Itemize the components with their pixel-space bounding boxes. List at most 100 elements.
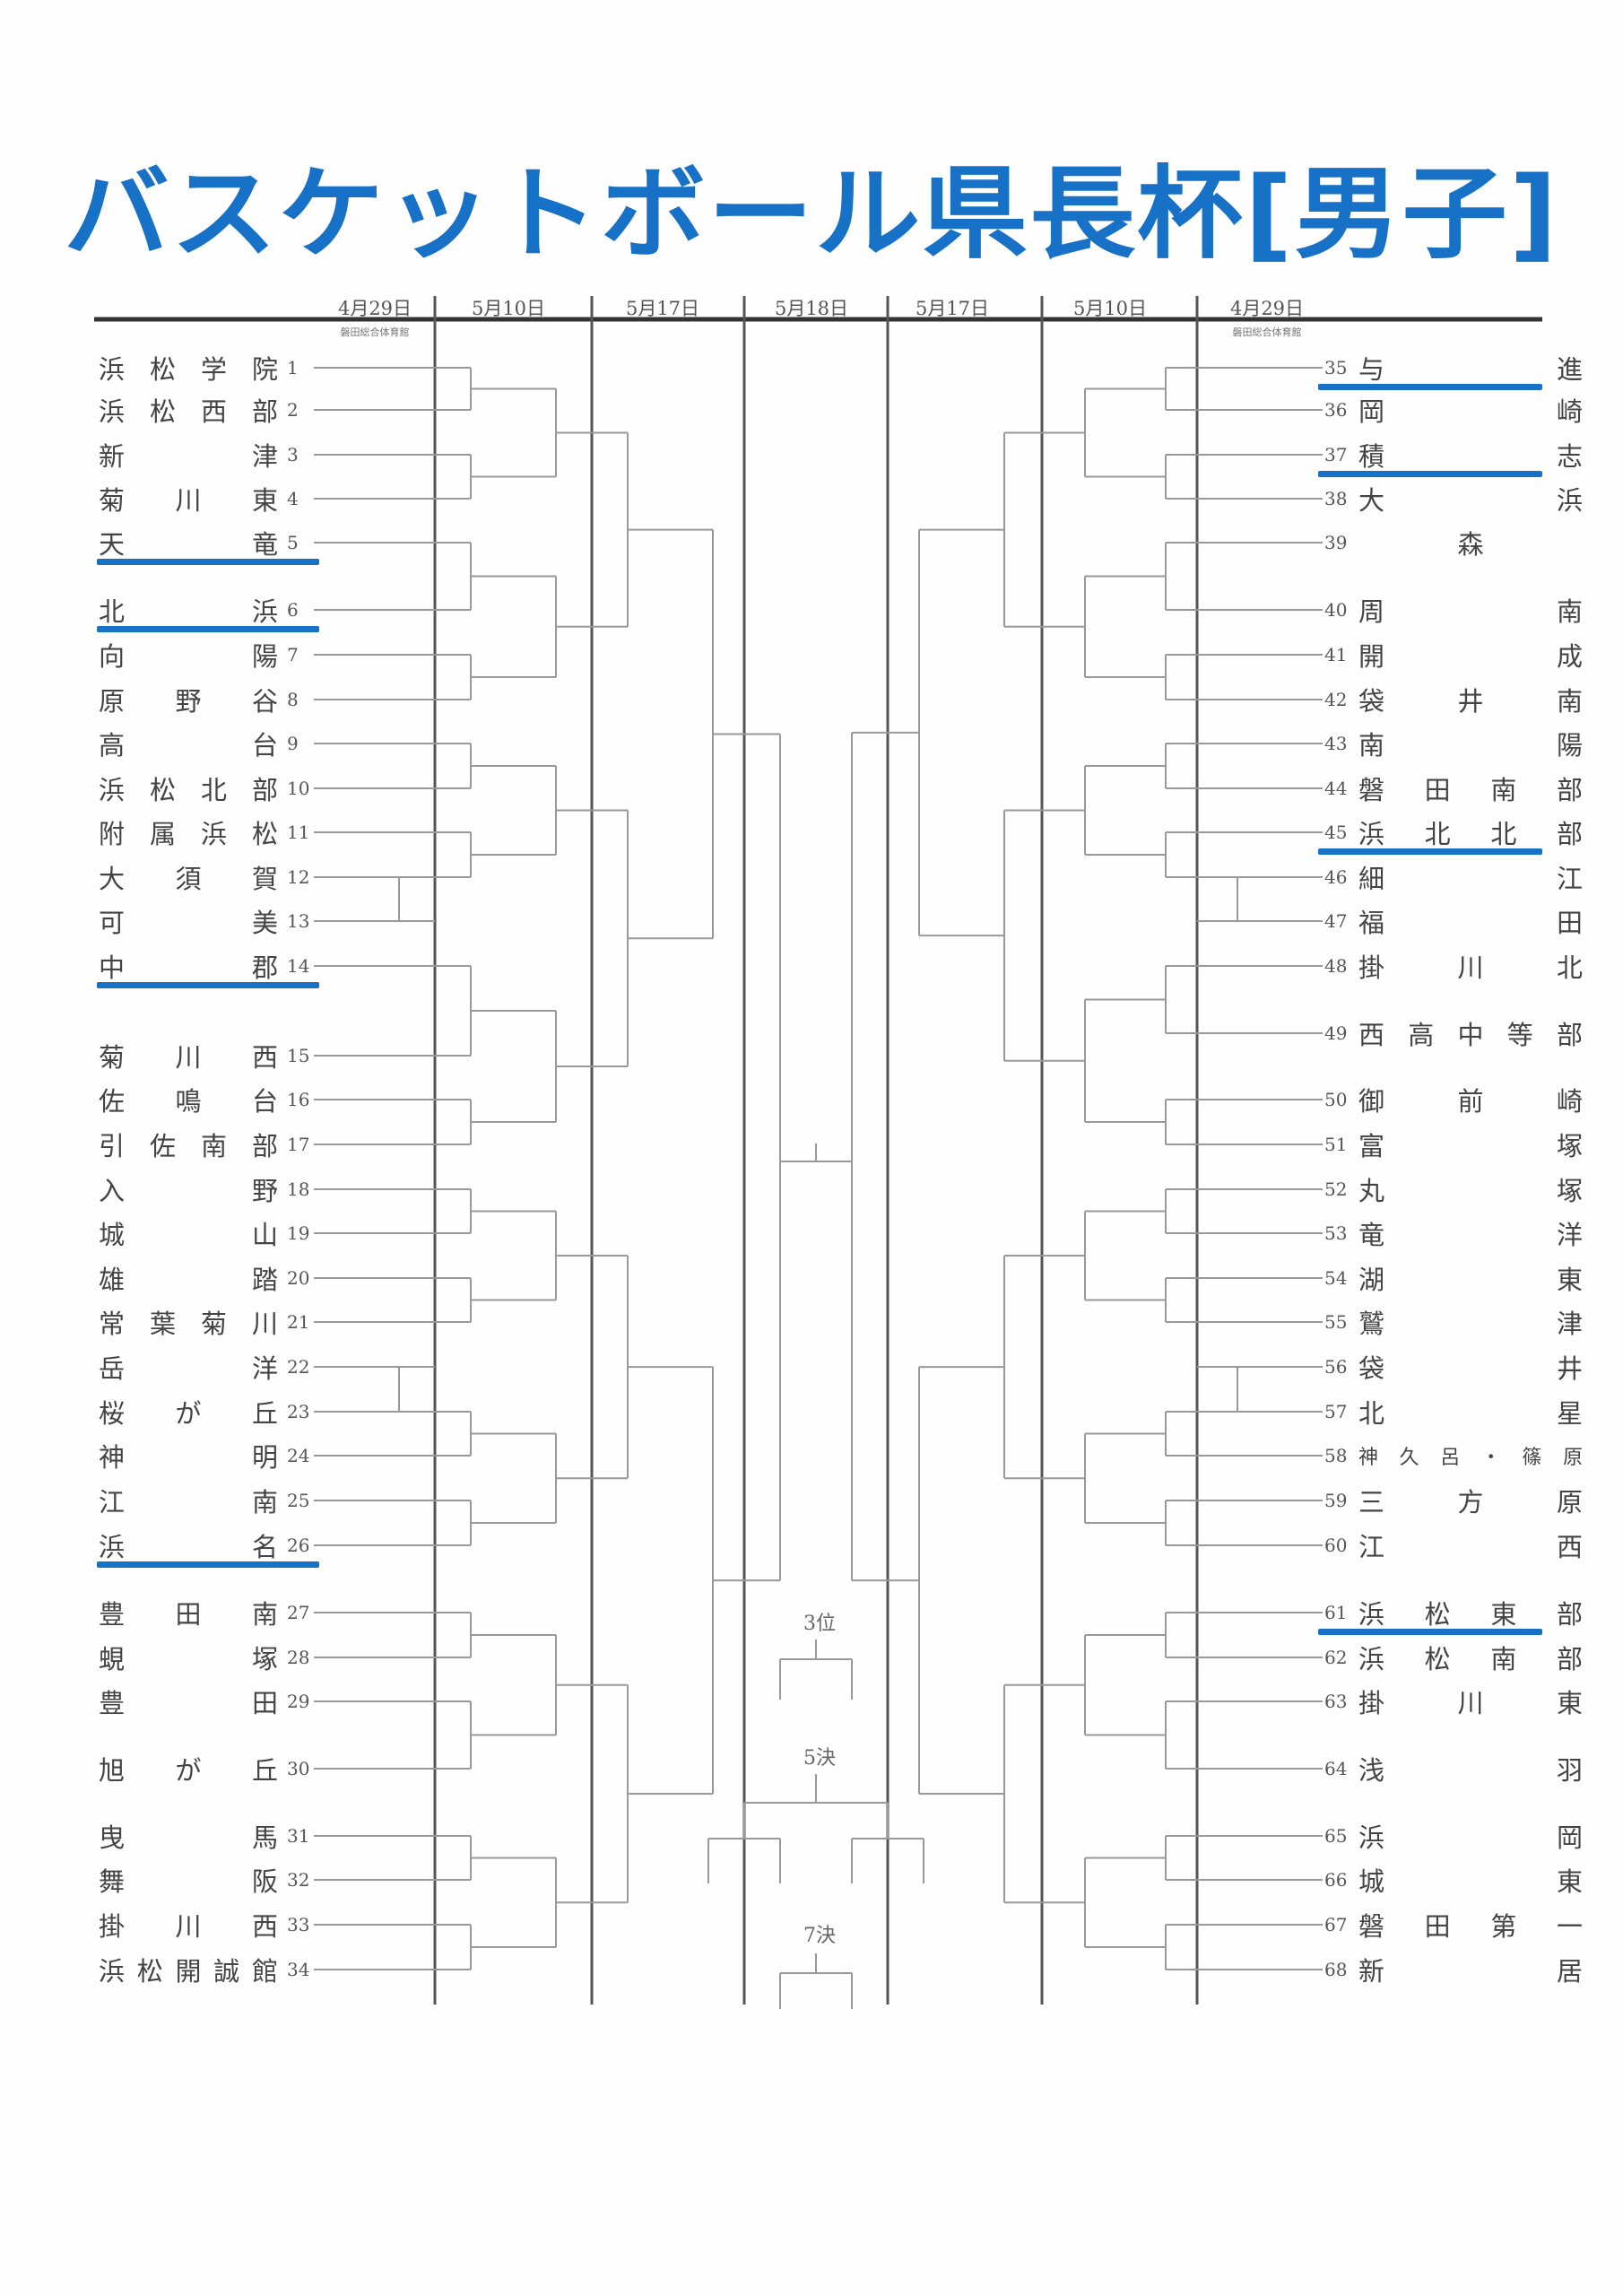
team-name-char: 川 [251, 1309, 278, 1339]
team-name-char: 常 [99, 1309, 126, 1339]
team-name-char: 東 [1556, 1265, 1583, 1295]
team-left-27: 豊田南 [99, 1595, 278, 1631]
team-name-char: 塚 [251, 1644, 278, 1674]
team-right-54: 湖東 [1358, 1260, 1583, 1296]
team-name-char: 菊 [99, 485, 126, 516]
team-number-right: 36 [1324, 399, 1348, 421]
team-number-left: 6 [287, 599, 299, 621]
team-left-8: 原野谷 [99, 682, 278, 718]
team-number-right: 67 [1324, 1914, 1348, 1935]
team-name-char: 豊 [99, 1688, 126, 1718]
team-name-char: 陽 [1556, 730, 1583, 761]
team-number-right: 66 [1324, 1869, 1348, 1891]
team-number-right: 62 [1324, 1647, 1348, 1668]
team-name-char: 鷲 [1358, 1309, 1385, 1339]
team-number-left: 31 [287, 1825, 310, 1847]
team-name-char: 桜 [99, 1398, 126, 1429]
team-name-char: 田 [1424, 1911, 1451, 1942]
team-name-char: 南 [251, 1599, 278, 1630]
team-name-char: 江 [1556, 864, 1583, 894]
team-right-59: 三方原 [1358, 1483, 1583, 1518]
team-name-char: 松 [149, 396, 176, 427]
team-name-char: 賀 [251, 864, 278, 894]
team-right-40: 周南 [1358, 592, 1583, 628]
team-number-right: 49 [1324, 1022, 1348, 1044]
team-name-char: 崎 [1556, 396, 1583, 427]
team-number-right: 64 [1324, 1758, 1348, 1779]
team-name-char: 袋 [1358, 1353, 1385, 1384]
team-number-left: 15 [287, 1045, 310, 1066]
team-name-char: 豊 [99, 1599, 126, 1630]
team-right-55: 鷲津 [1358, 1304, 1583, 1340]
team-name-char: 浅 [1358, 1755, 1385, 1786]
team-name-char: 西 [251, 1911, 278, 1942]
team-name-char: 部 [1556, 1599, 1583, 1630]
team-right-42: 袋井南 [1358, 682, 1583, 718]
team-name-char: 神 [1358, 1447, 1379, 1469]
team-number-left: 34 [287, 1959, 310, 1980]
team-number-left: 24 [287, 1445, 310, 1466]
team-name-char: 附 [99, 819, 126, 849]
team-name-char: 津 [1556, 1309, 1583, 1339]
team-name-char: 雄 [99, 1265, 126, 1295]
team-number-left: 20 [287, 1267, 310, 1289]
date-header-left-1: 4月29日 [337, 298, 412, 319]
venue-right: 磐田総合体育館 [1232, 326, 1302, 338]
team-left-13: 可美 [99, 903, 278, 939]
team-name-char: 部 [251, 775, 278, 805]
team-name-char: 川 [175, 1911, 202, 1942]
highlight-underline-left [97, 559, 319, 565]
team-name-char: 磐 [1358, 1911, 1385, 1942]
team-name-char: 向 [99, 641, 126, 672]
team-number-right: 54 [1324, 1267, 1348, 1289]
team-left-26: 浜名 [99, 1527, 278, 1563]
team-right-35: 与進 [1358, 350, 1583, 386]
team-number-left: 9 [287, 733, 299, 754]
team-name-char: 南 [1490, 775, 1517, 805]
team-right-63: 掛川東 [1358, 1683, 1583, 1719]
team-right-58: 神久呂・篠原 [1358, 1438, 1583, 1474]
team-right-64: 浅羽 [1358, 1751, 1583, 1787]
team-name-char: 江 [99, 1487, 126, 1518]
team-name-char: 東 [1490, 1599, 1517, 1630]
team-left-16: 佐鳴台 [99, 1082, 278, 1118]
team-name-char: 田 [1556, 908, 1583, 938]
team-right-53: 竜洋 [1358, 1215, 1583, 1251]
team-right-39: 森 [1358, 525, 1583, 561]
team-name-char: 開 [1358, 641, 1385, 672]
team-name-char: 学 [200, 354, 227, 385]
team-number-right: 60 [1324, 1535, 1348, 1556]
team-left-24: 神明 [99, 1438, 278, 1474]
team-name-char: 引 [99, 1131, 126, 1161]
team-name-char: 掛 [1358, 952, 1385, 983]
date-header-left-3: 5月17日 [625, 298, 700, 319]
team-name-char: 丘 [251, 1398, 278, 1429]
team-name-char: 浜 [200, 819, 227, 849]
team-name-char: 岡 [1556, 1822, 1583, 1853]
team-number-right: 56 [1324, 1356, 1348, 1378]
date-header-right-1: 4月29日 [1229, 298, 1305, 319]
placement-7th: 7決 [803, 1925, 836, 1947]
team-number-left: 23 [287, 1401, 310, 1422]
team-right-60: 江西 [1358, 1527, 1583, 1563]
team-number-right: 57 [1324, 1401, 1348, 1422]
team-name-char: 北 [200, 775, 227, 805]
team-right-68: 新居 [1358, 1952, 1583, 1987]
team-name-char: 前 [1457, 1086, 1484, 1117]
team-name-char: 田 [175, 1599, 202, 1630]
team-name-char: 成 [1556, 641, 1583, 672]
team-name-char: 岳 [99, 1353, 126, 1384]
team-number-left: 18 [287, 1178, 310, 1200]
team-name-char: 御 [1358, 1086, 1385, 1117]
team-name-char: 松 [1424, 1599, 1451, 1630]
team-name-char: 南 [1556, 596, 1583, 627]
team-name-char: 竜 [251, 529, 278, 560]
team-name-char: 城 [99, 1220, 126, 1250]
team-number-right: 48 [1324, 955, 1348, 977]
team-name-char: 谷 [251, 686, 278, 717]
placement-5th: 5決 [803, 1747, 836, 1770]
team-name-char: 浜 [1358, 819, 1385, 849]
team-number-left: 14 [287, 955, 310, 977]
team-name-char: 崎 [1556, 1086, 1583, 1117]
team-name-char: が [175, 1398, 202, 1429]
